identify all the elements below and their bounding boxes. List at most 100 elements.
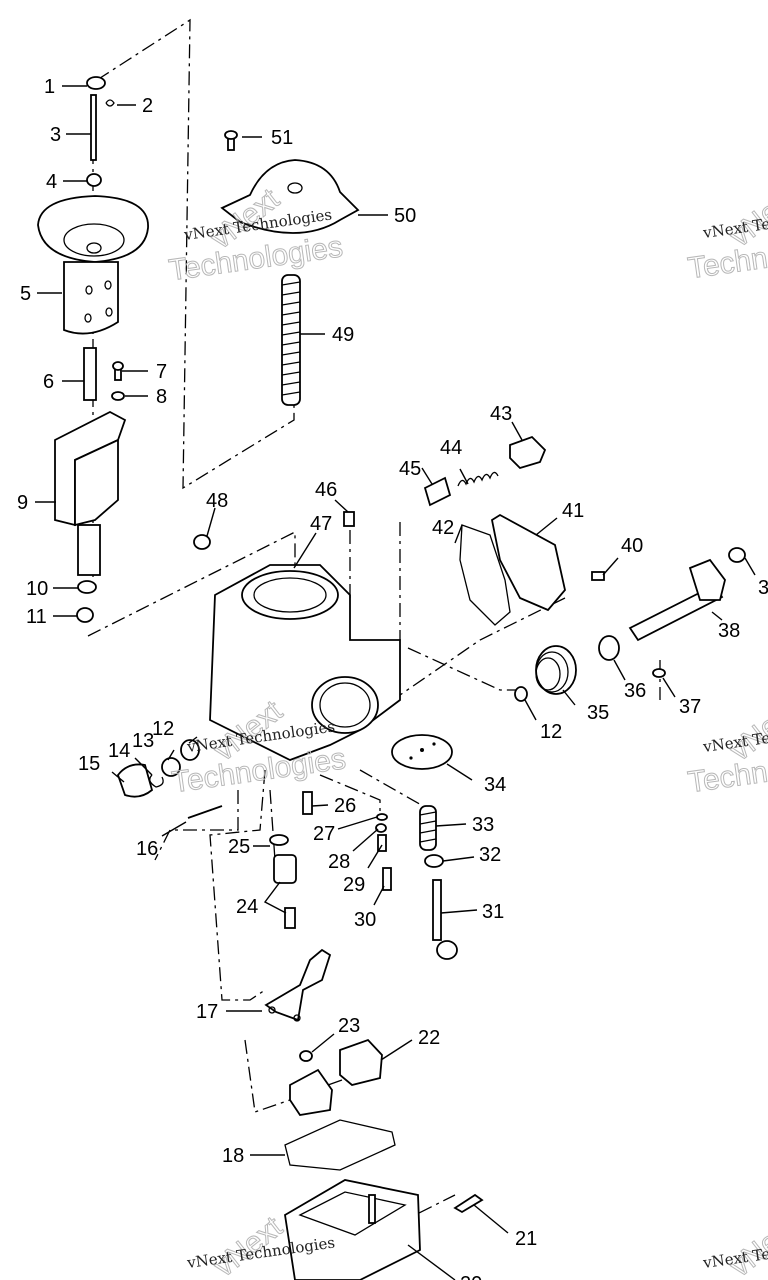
part-9-tube [77, 524, 101, 576]
part-22-float [289, 1068, 333, 1116]
part-21-drain-screw [453, 1193, 484, 1214]
part-43-nut [509, 435, 547, 470]
part-26-jet [302, 791, 313, 815]
part-24-jet-b [284, 907, 296, 929]
callout-14: 14 [108, 740, 130, 762]
part-42-gasket [459, 524, 511, 626]
part-20-float-bowl [284, 1179, 421, 1280]
part-46-jet [343, 511, 355, 527]
part-14-clip [149, 774, 164, 788]
callout-44: 44 [440, 437, 462, 459]
part-4-spacer [86, 173, 102, 187]
callout-10: 10 [26, 578, 48, 600]
part-8-washer [111, 391, 125, 401]
callout-34: 34 [484, 774, 506, 796]
part-50-top-cover [220, 159, 360, 234]
part-36-collar [598, 635, 620, 661]
callout-27: 27 [313, 823, 335, 845]
part-29-spring [377, 834, 387, 852]
callout-5: 5 [20, 283, 31, 305]
callout-4: 4 [46, 171, 57, 193]
callout-15: 15 [78, 753, 100, 775]
leader-lines [35, 85, 756, 1280]
callout-31: 31 [482, 901, 504, 923]
part-30-pilot-screw [382, 867, 392, 891]
part-2-clip [105, 99, 115, 107]
callout-16: 16 [136, 838, 158, 860]
callout-13: 13 [132, 730, 154, 752]
part-6-jet-holder [83, 347, 97, 401]
callout-33: 33 [472, 814, 494, 836]
callout-40: 40 [621, 535, 643, 557]
callout-26: 26 [334, 795, 356, 817]
callout-8: 8 [156, 386, 167, 408]
carburetor-intake [311, 676, 379, 734]
part-1-cap [86, 76, 106, 90]
callout-11: 11 [26, 606, 47, 628]
callout-32: 32 [479, 844, 501, 866]
callout-6: 6 [43, 371, 54, 393]
callout-24: 24 [236, 896, 258, 918]
part-15-cap [116, 763, 154, 798]
callout-18: 18 [222, 1145, 244, 1167]
callout-2: 2 [142, 95, 153, 117]
callout-38: 38 [718, 620, 740, 642]
part-32-washer [424, 854, 444, 868]
part-5-diaphragm [37, 195, 149, 263]
part-24-jet-a [273, 854, 297, 884]
callout-51: 51 [271, 127, 293, 149]
part-37-screw [652, 668, 666, 678]
part-17-bracket [264, 948, 332, 1022]
callout-23: 23 [338, 1015, 360, 1037]
callout-labels: 1 2 3 4 5 6 7 8 9 10 11 12 12 13 14 15 1… [17, 76, 768, 1280]
watermarks: vNext vNext Technologies Technologies vN… [166, 180, 768, 1280]
watermark-top-right: vNext vNext Technologies Technologies [685, 180, 768, 286]
callout-29: 29 [343, 874, 365, 896]
part-25-oring [269, 834, 289, 846]
part-16-pin [187, 805, 223, 819]
callout-37: 37 [679, 696, 701, 718]
part-27-oring [376, 813, 388, 821]
callout-17: 17 [196, 1001, 218, 1023]
part-13-seal [161, 757, 181, 777]
part-11-nut [76, 607, 94, 623]
parts [37, 76, 746, 1280]
part-18-gasket [284, 1119, 396, 1171]
part-5-slide-body [63, 261, 119, 335]
callout-12-right: 12 [540, 721, 562, 743]
callout-22: 22 [418, 1027, 440, 1049]
part-31-idle-screw [432, 879, 442, 941]
callout-35: 35 [587, 702, 609, 724]
part-33-spring [419, 805, 437, 851]
callout-7: 7 [156, 361, 167, 383]
callout-36: 36 [624, 680, 646, 702]
callout-28: 28 [328, 851, 350, 873]
callout-3: 3 [50, 124, 61, 146]
callout-12-left: 12 [152, 718, 174, 740]
callout-1: 1 [44, 76, 55, 98]
part-41-cover [490, 513, 566, 612]
callout-20: 20 [460, 1273, 482, 1280]
callout-30: 30 [354, 909, 376, 931]
callout-50: 50 [394, 205, 416, 227]
callout-46: 46 [315, 479, 337, 501]
callout-45: 45 [399, 458, 421, 480]
part-12-washer-left [180, 739, 200, 761]
callout-9: 9 [17, 492, 28, 514]
callout-21: 21 [515, 1228, 537, 1250]
callout-48: 48 [206, 490, 228, 512]
part-44-spring [457, 471, 499, 487]
callout-43: 43 [490, 403, 512, 425]
part-49-coils [281, 281, 301, 396]
part-28-washer [375, 823, 387, 833]
callout-39: 39 [758, 577, 768, 599]
part-23-screw [299, 1050, 313, 1062]
watermark-bottom-right: vNext vNext Technologies [701, 1210, 768, 1280]
part-39-cap [728, 547, 746, 563]
callout-47: 47 [310, 513, 332, 535]
callout-42: 42 [432, 517, 454, 539]
part-12-washer-right [514, 686, 528, 702]
callout-41: 41 [562, 500, 584, 522]
part-3-jet-needle [90, 94, 97, 161]
